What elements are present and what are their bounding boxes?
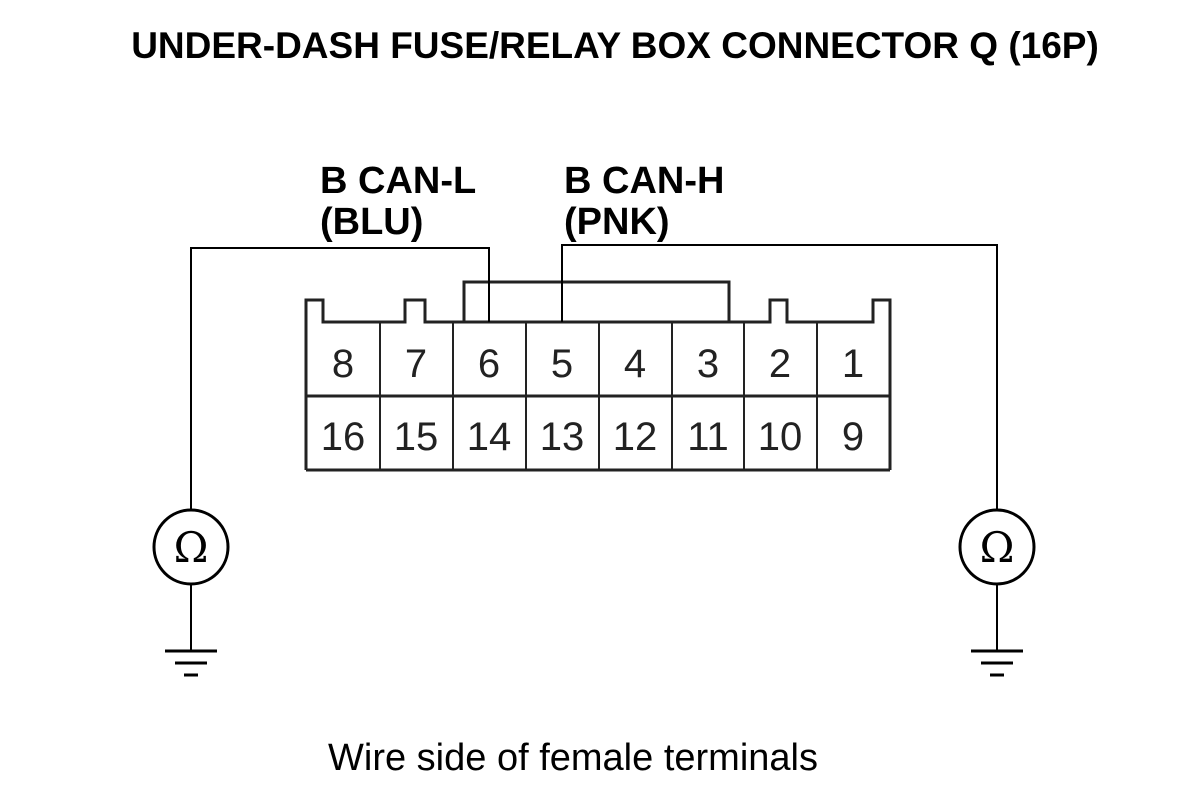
wire-color-can-l: (BLU) xyxy=(320,201,423,243)
wire-signal-can-h: B CAN-H xyxy=(564,160,724,202)
pin-row-top: 8 7 6 5 4 3 2 1 xyxy=(332,342,864,386)
connector-cell-dividers xyxy=(379,322,818,470)
ohmmeter-icon: Ω xyxy=(980,523,1015,572)
ground-icon xyxy=(165,649,217,677)
pin-number: 2 xyxy=(769,342,791,386)
pin-number: 15 xyxy=(394,415,439,459)
pin-number: 12 xyxy=(613,415,658,459)
pin-number: 14 xyxy=(467,415,512,459)
pin-number: 9 xyxy=(842,415,864,459)
wire-signal-can-l: B CAN-L xyxy=(320,160,476,202)
wire-label-can-h: B CAN-H (PNK) xyxy=(564,160,724,243)
wire-color-can-h: (PNK) xyxy=(564,201,670,243)
pin-number: 3 xyxy=(697,342,719,386)
wire-label-can-l: B CAN-L (BLU) xyxy=(320,160,476,243)
ohmmeter-left: Ω xyxy=(152,508,230,586)
diagram-title: UNDER-DASH FUSE/RELAY BOX CONNECTOR Q (1… xyxy=(131,25,1099,66)
pin-number: 16 xyxy=(321,415,366,459)
probe-wire-can-l xyxy=(190,247,490,510)
pin-number: 8 xyxy=(332,342,354,386)
pin-row-bottom: 16 15 14 13 12 11 10 9 xyxy=(321,415,864,459)
pin-number: 6 xyxy=(478,342,500,386)
pin-number: 4 xyxy=(624,342,646,386)
ohmmeter-right: Ω xyxy=(958,508,1036,586)
connector-housing xyxy=(304,280,892,472)
pin-number: 13 xyxy=(540,415,585,459)
connector-lock-tab xyxy=(462,280,731,322)
pin-number: 1 xyxy=(842,342,864,386)
diagram-caption: Wire side of female terminals xyxy=(328,737,818,779)
ohmmeter-icon: Ω xyxy=(174,523,209,572)
ground-icon xyxy=(971,649,1023,677)
pin-number: 10 xyxy=(758,415,803,459)
pin-number: 11 xyxy=(687,415,729,459)
connector-top-outline xyxy=(304,298,892,470)
pin-number: 7 xyxy=(405,342,427,386)
probe-wire-can-h xyxy=(561,244,998,510)
pin-number: 5 xyxy=(551,342,573,386)
